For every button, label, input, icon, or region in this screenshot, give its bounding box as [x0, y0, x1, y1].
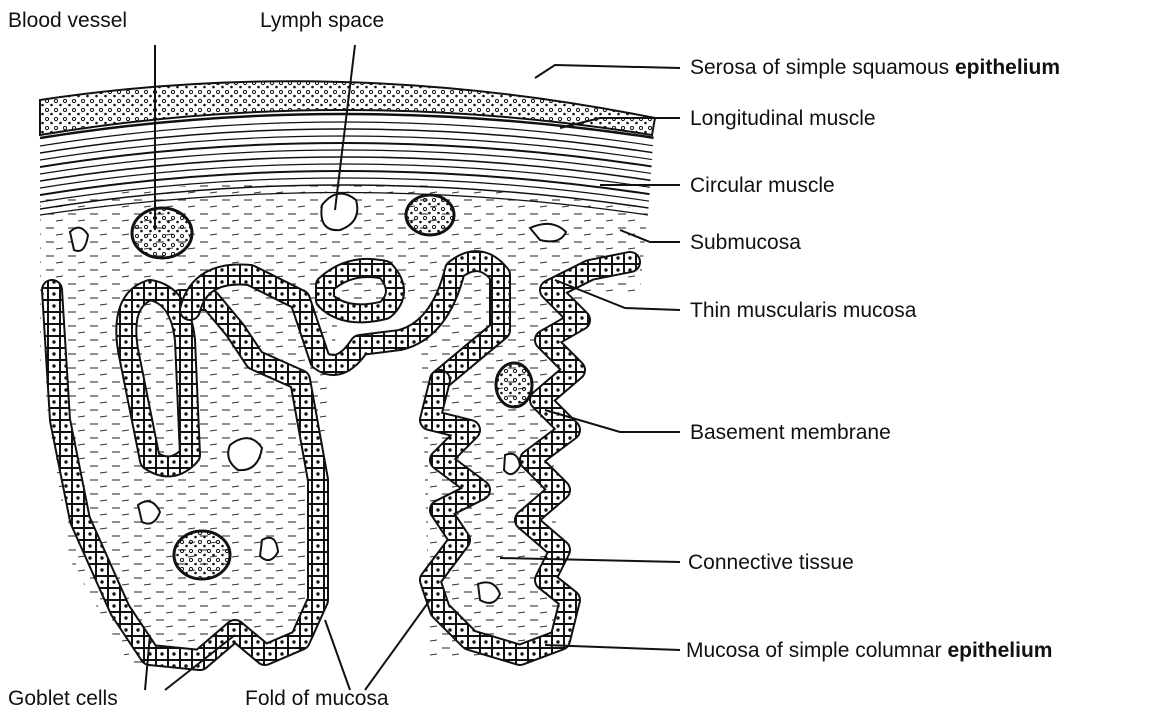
label-mucosa-columnar-bold: epithelium: [947, 639, 1052, 662]
label-serosa-text: Serosa of simple squamous: [690, 56, 949, 79]
label-mucosa-columnar: Mucosa of simple columnar epithelium: [686, 640, 1052, 661]
label-submucosa: Submucosa: [690, 232, 801, 253]
label-connective-tissue: Connective tissue: [688, 552, 854, 573]
leader-fold-2: [365, 600, 430, 690]
leader-fold-1: [325, 620, 350, 690]
label-circular-muscle: Circular muscle: [690, 175, 835, 196]
label-longitudinal-muscle: Longitudinal muscle: [690, 108, 876, 129]
label-blood-vessel: Blood vessel: [8, 10, 127, 31]
label-thin-muscularis-mucosa: Thin muscularis mucosa: [690, 300, 916, 321]
label-lymph-space: Lymph space: [260, 10, 384, 31]
label-mucosa-columnar-text: Mucosa of simple columnar: [686, 639, 942, 662]
leader-serosa: [535, 65, 680, 78]
label-goblet-cells: Goblet cells: [8, 688, 118, 709]
label-serosa: Serosa of simple squamous epithelium: [690, 57, 1060, 78]
label-basement-membrane: Basement membrane: [690, 422, 891, 443]
label-fold-of-mucosa: Fold of mucosa: [245, 688, 389, 709]
label-serosa-bold: epithelium: [955, 56, 1060, 79]
